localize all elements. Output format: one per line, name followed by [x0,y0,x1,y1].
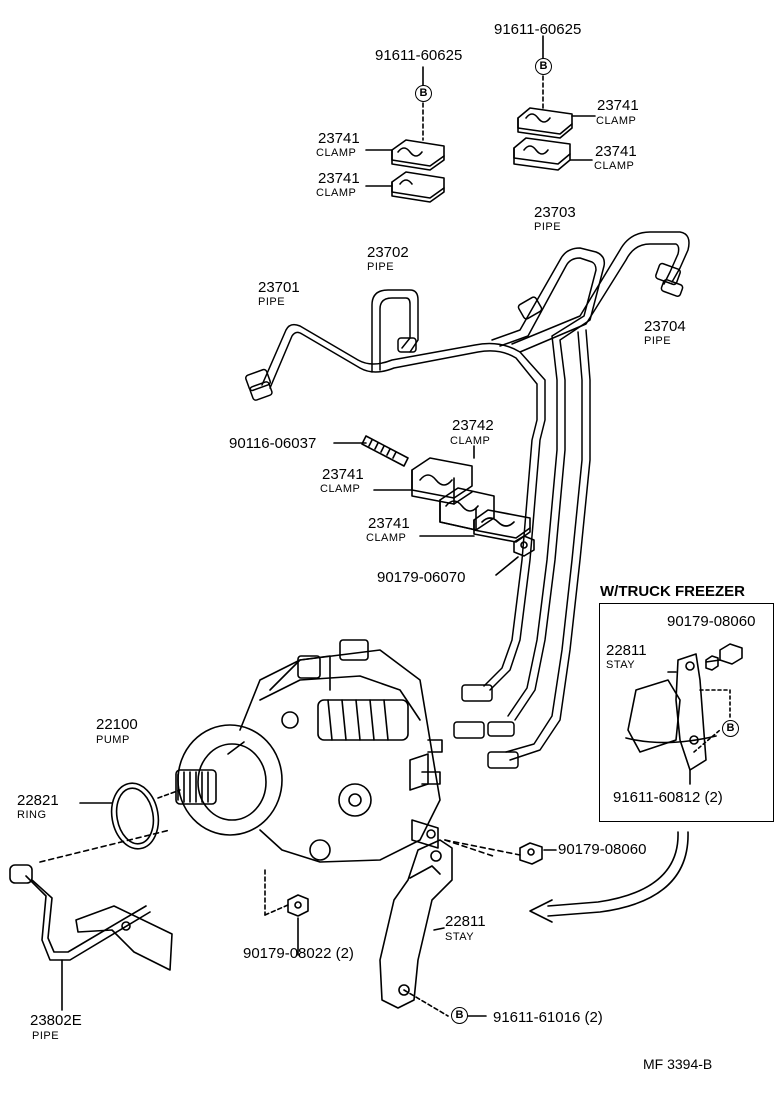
leak-off-pipe [10,830,172,1010]
part-name-pipe: PIPE [534,221,562,233]
b-marker-icon: B [451,1007,468,1024]
part-number-91611-60625-right: 91611-60625 [494,21,582,38]
part-name-stay: STAY [445,931,475,943]
part-name-clamp: CLAMP [594,160,635,172]
part-number-22821: 22821 [17,792,59,809]
part-name-pipe: PIPE [32,1030,60,1042]
part-name-pump: PUMP [96,734,130,746]
curved-arrow-icon [530,832,688,922]
clamp-set-right [514,36,595,170]
part-name-clamp: CLAMP [316,147,357,159]
part-number-23741: 23741 [318,170,360,187]
b-marker-icon: B [535,58,552,75]
part-number-23701: 23701 [258,279,300,296]
truck-freezer-parts [626,644,742,784]
part-name-clamp: CLAMP [320,483,361,495]
part-number-90179-08022: 90179-08022 (2) [243,945,354,962]
part-number-91611-61016: 91611-61016 (2) [493,1009,603,1026]
part-number-91611-60812: 91611-60812 (2) [613,789,723,806]
part-number-23741: 23741 [318,130,360,147]
part-number-23741: 23741 [597,97,639,114]
part-number-90179-08060: 90179-08060 [667,613,756,630]
part-name-clamp: CLAMP [450,435,491,447]
part-number-22811: 22811 [445,913,486,930]
b-marker-icon: B [722,720,739,737]
part-number-23702: 23702 [367,244,409,261]
lower-fasteners [265,840,556,955]
part-name-clamp: CLAMP [366,532,407,544]
part-name-clamp: CLAMP [316,187,357,199]
part-name-clamp: CLAMP [596,115,637,127]
part-number-22100: 22100 [96,716,138,733]
clamp-set-middle [374,446,534,575]
injection-pipes [245,232,689,768]
part-number-90179-08060: 90179-08060 [558,841,647,858]
part-name-pipe: PIPE [367,261,395,273]
part-name-pipe: PIPE [644,335,672,347]
stay-bracket [380,840,486,1016]
part-number-90179-06070: 90179-06070 [377,569,466,586]
part-number-22811: 22811 [606,642,647,659]
part-number-23703: 23703 [534,204,576,221]
part-number-91611-60625-left: 91611-60625 [375,47,463,64]
part-number-23742: 23742 [452,417,494,434]
part-number-90116-06037: 90116-06037 [229,435,317,452]
part-number-23704: 23704 [644,318,686,335]
inset-title: W/TRUCK FREEZER [600,583,745,600]
part-name-stay: STAY [606,659,636,671]
part-number-23802e: 23802E [30,1012,82,1029]
part-name-pipe: PIPE [258,296,286,308]
injection-pump [176,640,442,862]
o-ring [80,780,180,853]
part-number-23741: 23741 [368,515,410,532]
stud-bolt [334,436,408,466]
part-number-23741: 23741 [595,143,637,160]
part-number-23741: 23741 [322,466,364,483]
truck-freezer-inset-frame [599,603,774,822]
clamp-set-left [366,67,444,202]
part-name-ring: RING [17,809,47,821]
figure-code: MF 3394-B [643,1056,713,1072]
b-marker-icon: B [415,85,432,102]
